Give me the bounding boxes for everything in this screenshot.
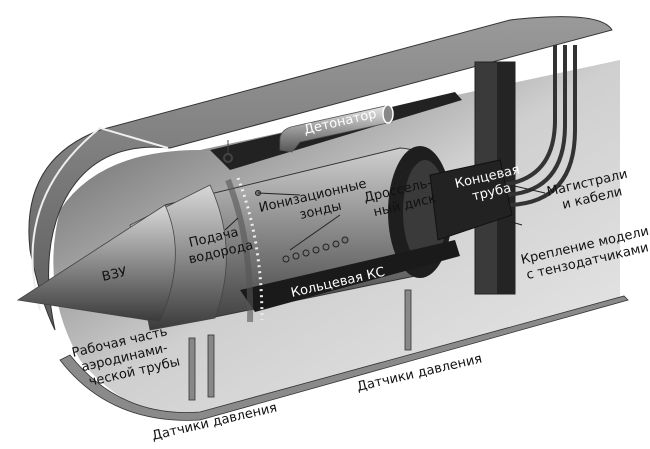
tunnel-top-shell (28, 16, 613, 331)
label-lines-cables: Магистрали и кабели (546, 166, 637, 216)
ionization-probe-ports (255, 190, 349, 263)
label-intake: ВЗУ (101, 265, 129, 285)
detonator-pipe (279, 105, 393, 153)
tunnel-rim-highlight (31, 126, 169, 311)
leader-lines (224, 164, 546, 251)
tunnel-floor-lip (59, 295, 629, 421)
end-pipe (429, 159, 513, 241)
annular-cc-casing (240, 240, 460, 312)
intake-cone (16, 204, 176, 323)
cable-bundle (499, 45, 577, 207)
pressure-sensor-rods (188, 289, 412, 401)
hydrogen-injector-ring (236, 177, 264, 321)
